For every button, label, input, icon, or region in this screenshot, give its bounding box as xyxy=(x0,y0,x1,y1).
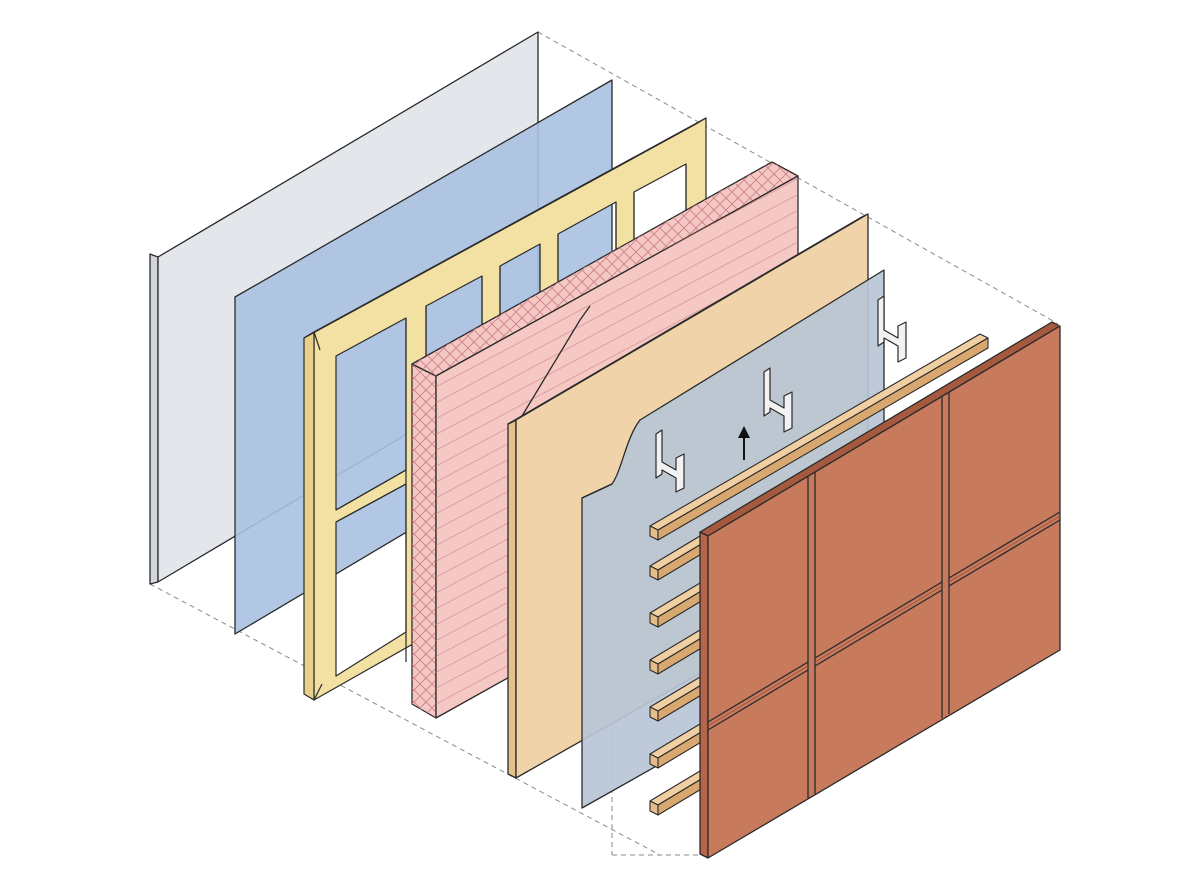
cladding-face xyxy=(707,325,1061,859)
arrow-up-icon xyxy=(738,426,750,460)
batten-stub xyxy=(649,770,709,816)
batten-stub xyxy=(649,723,709,769)
projection-guides-front xyxy=(612,321,1061,856)
batten-stub xyxy=(649,535,709,581)
batten-stubs xyxy=(649,535,709,816)
battens xyxy=(649,333,989,541)
bracket xyxy=(655,429,685,493)
brackets xyxy=(655,295,907,493)
bracket xyxy=(763,367,793,433)
bracket xyxy=(877,295,907,363)
batten xyxy=(649,333,989,541)
cladding-panels xyxy=(699,321,1061,859)
